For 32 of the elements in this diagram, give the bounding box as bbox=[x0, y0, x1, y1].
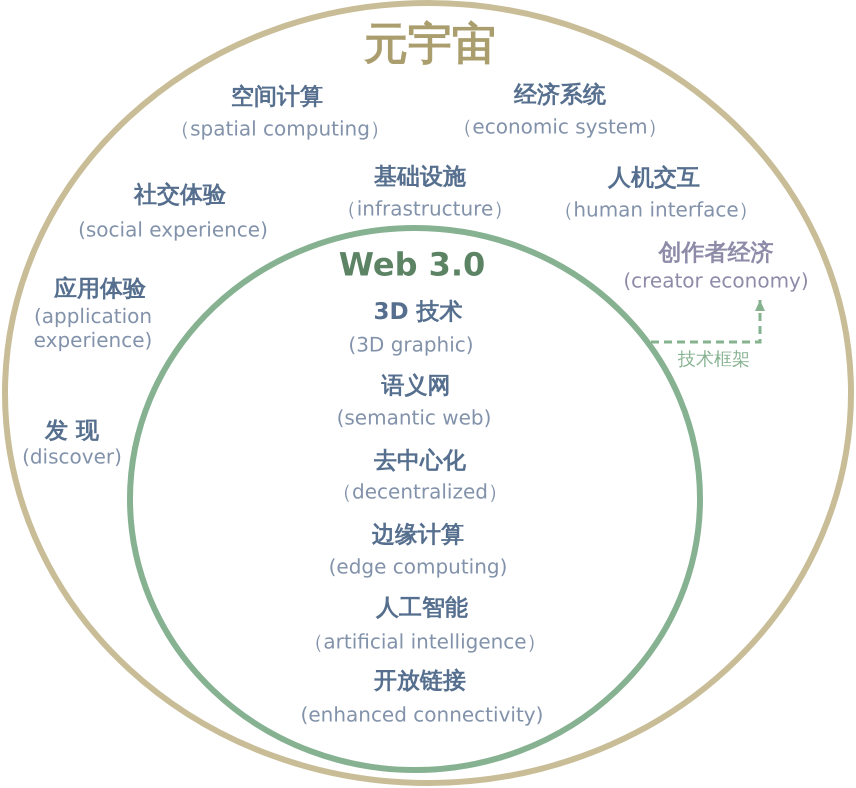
translation-text: （infrastructure） bbox=[336, 198, 514, 220]
translation-text: (creator economy) bbox=[623, 270, 809, 292]
term-text: 人机交互 bbox=[608, 164, 700, 192]
term-text: 经济系统 bbox=[514, 82, 606, 108]
translation-text: （spatial computing） bbox=[170, 118, 390, 140]
heading: 元宇宙 bbox=[364, 20, 496, 70]
term-text: 开放链接 bbox=[374, 668, 466, 694]
translation-text: (semantic web) bbox=[336, 406, 492, 430]
translation-text: （decentralized） bbox=[332, 480, 508, 504]
translation-text: (3D graphic) bbox=[348, 334, 474, 356]
term-text: 社交体验 bbox=[134, 182, 226, 208]
term-text: 创作者经济 bbox=[658, 240, 774, 266]
translation-text: (discover) bbox=[22, 446, 122, 468]
term-text: 空间计算 bbox=[231, 84, 323, 110]
edge-label: 技术框架 bbox=[676, 347, 752, 371]
heading: Web 3.0 bbox=[338, 246, 486, 284]
translation-text: (edge computing) bbox=[328, 556, 508, 578]
term-text: 语义网 bbox=[382, 372, 450, 400]
translation-text: (social experience) bbox=[78, 218, 268, 242]
translation-text: (enhanced connectivity) bbox=[300, 704, 544, 726]
translation-text: （artificial intelligence） bbox=[303, 630, 547, 654]
term-text: 边缘计算 bbox=[372, 522, 464, 548]
translation-text: (application experience) bbox=[32, 304, 154, 352]
term-text: 发 现 bbox=[45, 418, 99, 444]
term-text: 基础设施 bbox=[374, 164, 466, 190]
translation-text: （economic system） bbox=[452, 116, 668, 138]
term-text: 应用体验 bbox=[54, 276, 146, 302]
term-text: 人工智能 bbox=[376, 594, 468, 622]
translation-text: （human interface） bbox=[553, 198, 759, 222]
term-text: 去中心化 bbox=[374, 448, 466, 474]
term-text: 3D 技术 bbox=[373, 298, 463, 326]
arrow bbox=[651, 300, 765, 344]
